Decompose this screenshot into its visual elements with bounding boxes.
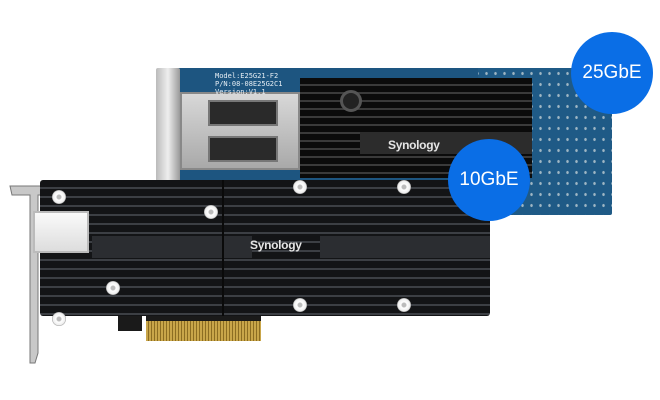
screw xyxy=(52,190,66,204)
screw xyxy=(293,180,307,194)
sfp-port-2 xyxy=(208,136,278,162)
sfp28-ports xyxy=(180,92,300,170)
25gbe-card-bracket xyxy=(156,68,180,186)
screw xyxy=(397,180,411,194)
screw xyxy=(52,312,66,326)
badge-10gbe: 10GbE xyxy=(448,139,530,221)
screw xyxy=(397,298,411,312)
25gbe-card-brand: Synology xyxy=(388,138,440,152)
screw xyxy=(204,205,218,219)
screw xyxy=(293,298,307,312)
badge-25gbe: 25GbE xyxy=(571,32,653,114)
screw xyxy=(106,281,120,295)
25gbe-card-label: Model:E25G21-F2 P/N:08-08E25G2C1 Version… xyxy=(215,72,283,96)
heatsink-screw xyxy=(340,90,362,112)
10gbe-card-brand: Synology xyxy=(250,238,302,252)
pcie-gold-fingers xyxy=(146,313,261,341)
pcie-notch xyxy=(118,313,142,331)
rj45-port xyxy=(33,211,89,253)
sfp-port-1 xyxy=(208,100,278,126)
